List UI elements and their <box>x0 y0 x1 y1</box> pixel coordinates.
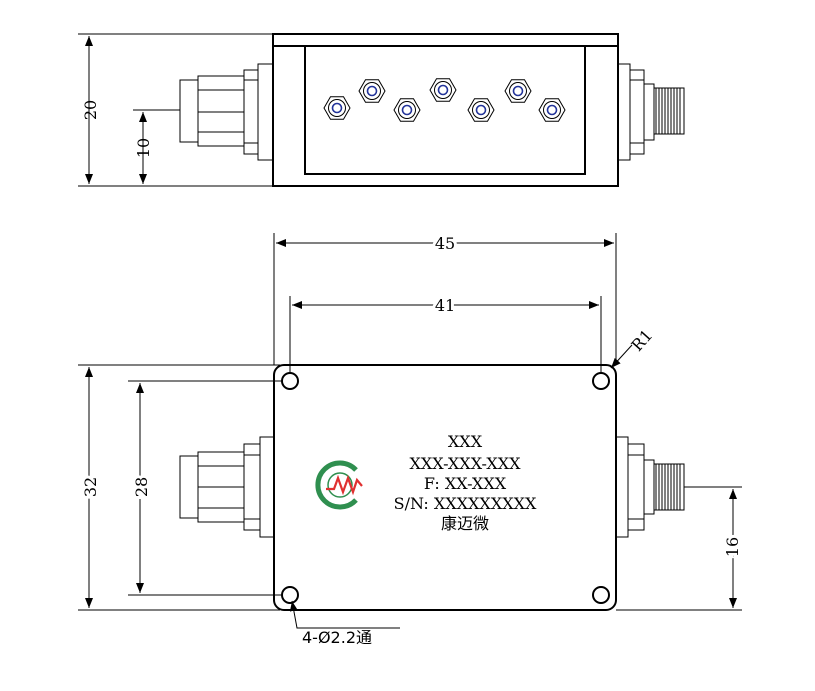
dim-label-16: 16 <box>723 537 742 557</box>
hole-callout-text: 4-Ø2.2通 <box>302 628 372 647</box>
product-label: XXX XXX-XXX-XXX F: XX-XXX S/N: XXXXXXXXX… <box>394 432 537 533</box>
tuning-screw <box>504 79 532 103</box>
logo-inner-ring <box>327 472 353 498</box>
front-right-connector <box>615 436 685 538</box>
top-view: 20 10 <box>78 33 685 187</box>
tuning-screw <box>323 96 351 120</box>
tuning-screws <box>323 78 566 122</box>
logo-wave <box>326 474 363 496</box>
label-line-3: F: XX-XXX <box>424 474 507 493</box>
tuning-screw <box>538 98 566 122</box>
tuning-screw <box>429 78 457 102</box>
front-left-connector <box>179 436 275 538</box>
dim-label-10: 10 <box>134 138 153 158</box>
dim-label-45: 45 <box>435 234 455 253</box>
dim-port-offset: 16 <box>616 486 745 611</box>
mounting-hole <box>592 586 610 604</box>
hole-callout: 4-Ø2.2通 <box>289 600 400 647</box>
label-line-1: XXX <box>448 432 483 451</box>
dim-label-20: 20 <box>81 100 100 120</box>
tuning-screw <box>467 98 495 122</box>
dim-label-28: 28 <box>132 477 151 497</box>
front-view: XXX XXX-XXX-XXX F: XX-XXX S/N: XXXXXXXXX… <box>78 231 745 647</box>
dim-hole-spacing-y: 28 <box>128 380 282 596</box>
company-name: 康迈微 <box>441 514 489 533</box>
top-right-connector <box>617 63 685 161</box>
company-logo <box>315 460 363 510</box>
tuning-screw <box>393 98 421 122</box>
label-line-4: S/N: XXXXXXXXX <box>394 494 537 513</box>
mounting-hole <box>592 372 610 390</box>
logo-ring <box>315 460 358 510</box>
dim-corner-radius: R1 <box>610 326 656 369</box>
tuning-screw <box>358 79 386 103</box>
top-left-connector <box>179 63 274 161</box>
dim-label-32: 32 <box>81 477 100 497</box>
dim-length: 45 <box>273 231 617 365</box>
dim-top-center: 10 <box>133 109 180 187</box>
mounting-hole <box>281 372 299 390</box>
mounting-hole <box>281 586 299 604</box>
dim-label-r1: R1 <box>627 326 656 355</box>
dim-width: 32 <box>78 364 280 611</box>
dim-label-41: 41 <box>435 296 455 315</box>
label-line-2: XXX-XXX-XXX <box>409 454 521 473</box>
top-view-cavity <box>304 46 586 175</box>
dim-hole-spacing-x: 41 <box>289 293 602 373</box>
